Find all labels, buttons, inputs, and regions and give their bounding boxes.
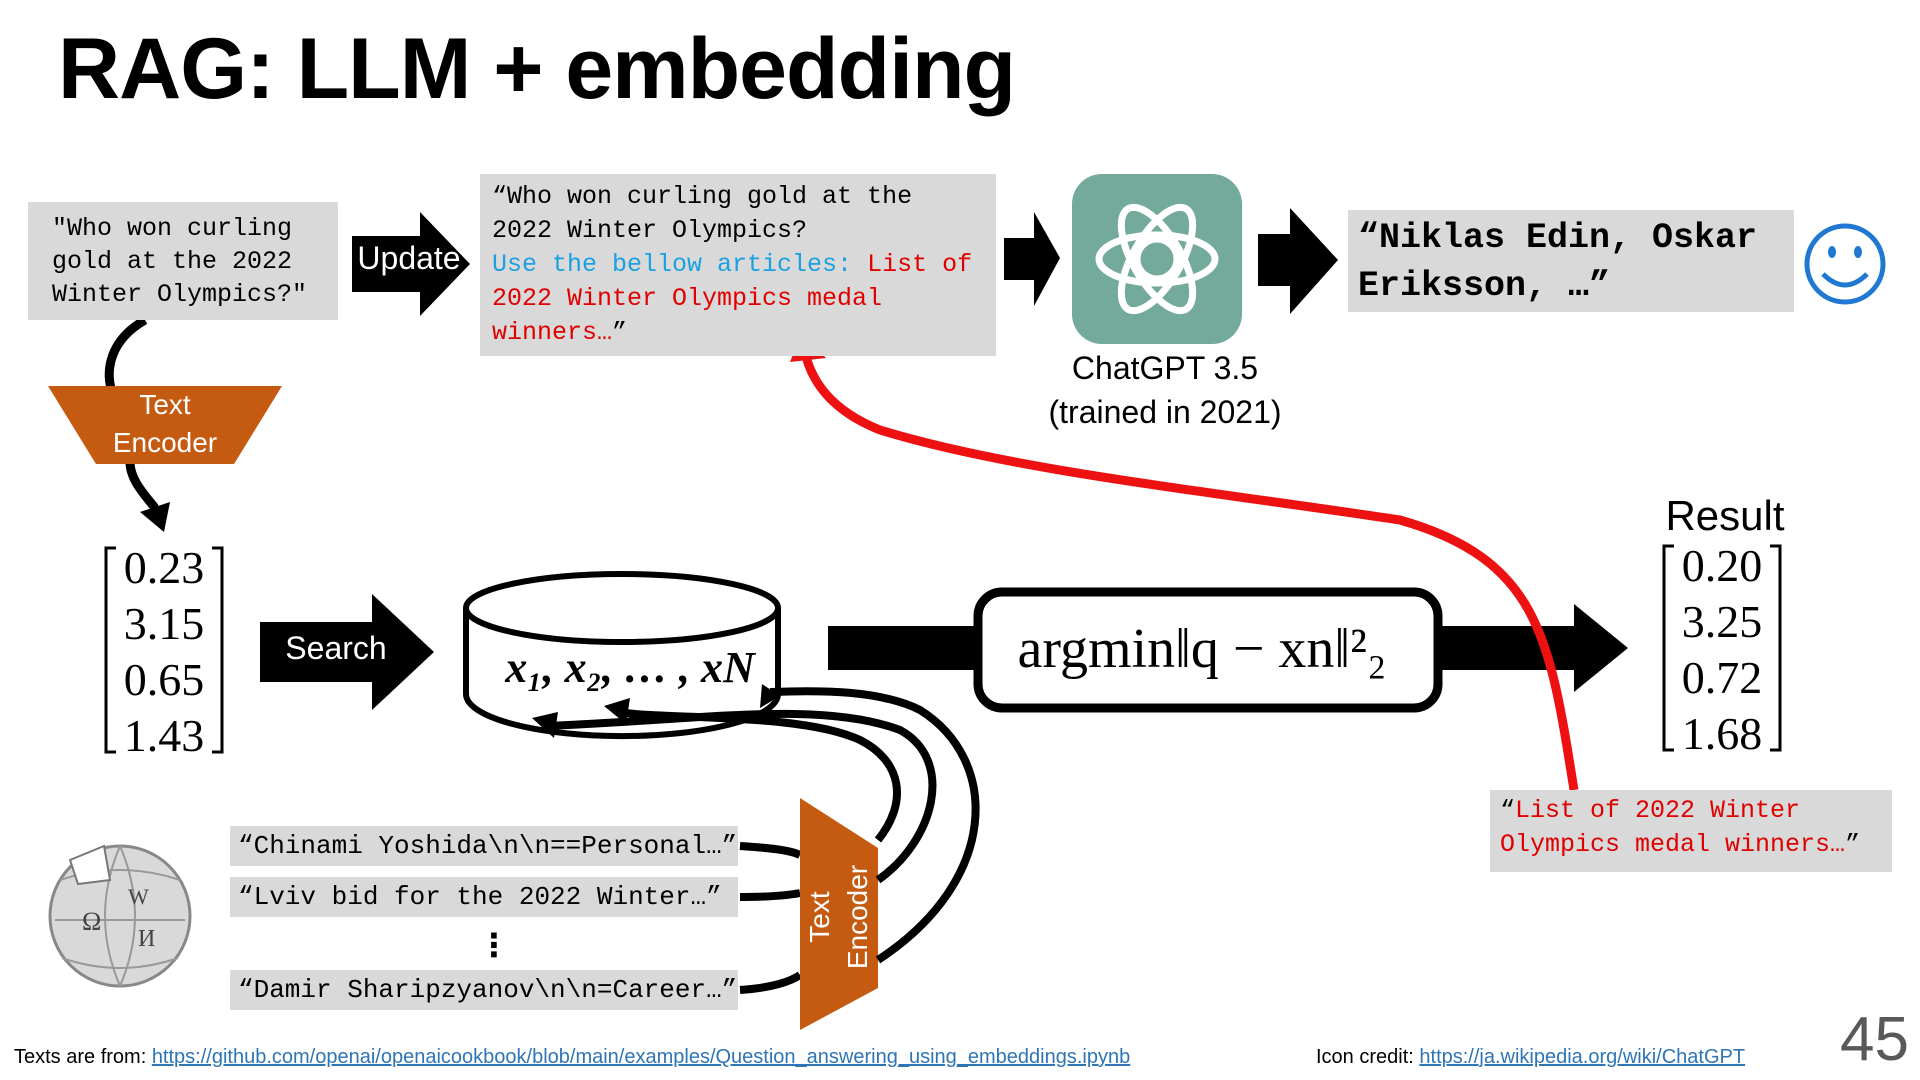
prompt-line-5: winners…”: [492, 316, 996, 350]
footer-texts-source: Texts are from: https://github.com/opena…: [14, 1046, 1130, 1069]
document-item: “Chinami Yoshida\n\n==Personal…”: [230, 826, 738, 866]
chatgpt-note: (trained in 2021): [1048, 394, 1282, 430]
footer-texts-prefix: Texts are from:: [14, 1046, 152, 1068]
result-vector-value: 1.68: [1681, 708, 1763, 759]
result-text-line-1: “List of 2022 Winter: [1500, 794, 1892, 828]
prompt-line-3: Use the bellow articles: List of: [492, 248, 996, 282]
prompt-box: “Who won curling gold at the 2022 Winter…: [480, 174, 996, 356]
svg-text:Ω: Ω: [82, 907, 101, 936]
result-text-red-1: List of 2022 Winter: [1515, 796, 1801, 825]
doc-connectors: [739, 842, 803, 994]
encoder-label-line-1: Text: [139, 389, 191, 420]
encoder-to-vector-arrow: [125, 461, 159, 511]
footer-icon-prefix: Icon credit:: [1316, 1046, 1420, 1068]
prompt-article-1: List of: [867, 250, 973, 279]
result-text-red-2: Olympics medal winners…: [1500, 830, 1846, 859]
page-number: 45: [1840, 1005, 1909, 1074]
footer-icon-credit: Icon credit: https://ja.wikipedia.org/wi…: [1316, 1046, 1745, 1069]
chatgpt-logo-icon: [1072, 174, 1242, 344]
footer-icon-link[interactable]: https://ja.wikipedia.org/wiki/ChatGPT: [1419, 1046, 1746, 1068]
search-label: Search: [285, 630, 387, 666]
chatgpt-caption: ChatGPT 3.5 (trained in 2021): [1030, 346, 1300, 434]
svg-text:W: W: [128, 884, 149, 909]
query-vector-value: 0.65: [123, 654, 205, 705]
chatgpt-to-answer-arrow: [1258, 208, 1338, 314]
prompt-line-1: “Who won curling gold at the: [492, 182, 913, 211]
database-cylinder-icon: [463, 571, 781, 740]
query-to-encoder-connector: [104, 316, 148, 394]
wikipedia-globe-icon: Ω W И: [48, 844, 192, 988]
prompt-article-2: 2022 Winter Olympics medal: [492, 284, 883, 313]
prompt-instruction: Use the bellow articles:: [492, 250, 868, 279]
result-vector: 0.20 3.25 0.72 1.68: [1668, 538, 1776, 762]
prompt-line-2: 2022 Winter Olympics?: [492, 216, 808, 245]
result-open-quote: “: [1500, 796, 1516, 825]
text-encoder-bottom-shape: [800, 798, 878, 1030]
document-item: “Lviv bid for the 2022 Winter…”: [230, 877, 738, 917]
db-arrowhead-3: [760, 684, 780, 708]
query-vector-brackets: [104, 546, 224, 754]
document-ellipsis: ⋮: [478, 927, 510, 963]
prompt-article-3: winners…: [492, 318, 613, 347]
query-vector-value: 3.15: [123, 598, 205, 649]
text-encoder-bottom-label: Text Encoder: [801, 849, 877, 985]
prompt-to-chatgpt-arrow: [1004, 212, 1060, 306]
red-feedback-arrow: [799, 347, 1579, 791]
text-encoder-top-label: Text Encoder: [96, 386, 234, 462]
query-box: "Who won curling gold at the 2022 Winter…: [28, 202, 338, 320]
db-arrowhead-1: [604, 698, 630, 724]
argmin-to-result-arrow: [1438, 604, 1628, 692]
encoder-label-line-2: Encoder: [112, 427, 218, 458]
encoder-label-line-2: Encoder: [842, 864, 873, 970]
query-vector: 0.23 3.15 0.65 1.43: [110, 540, 218, 764]
update-label: Update: [357, 240, 461, 276]
search-bar: [828, 626, 978, 670]
argmin-label: argmin‖q − xn‖²₂: [1017, 618, 1387, 680]
prompt-end-quote: ”: [612, 318, 628, 347]
result-label: Result: [1665, 492, 1785, 539]
search-arrow: [260, 594, 434, 710]
encoder-to-vector-arrowhead: [140, 502, 170, 532]
chatgpt-name: ChatGPT 3.5: [1071, 350, 1259, 386]
db-arrowhead-2: [532, 712, 558, 738]
answer-box: “Niklas Edin, Oskar Eriksson, …”: [1348, 210, 1794, 312]
update-arrow: [352, 212, 470, 316]
encoder-label-line-1: Text: [804, 891, 835, 943]
svg-text:И: И: [138, 926, 155, 952]
slide-title: RAG: LLM + embedding: [58, 21, 1016, 117]
result-vector-value: 0.72: [1681, 652, 1763, 703]
chatgpt-knot-icon: [1095, 203, 1219, 315]
database-label: x₁, x₂, … , xN: [505, 643, 755, 692]
query-vector-value: 1.43: [123, 710, 205, 761]
result-close-quote: ”: [1845, 830, 1861, 859]
query-vector-value: 0.23: [123, 542, 205, 593]
result-vector-brackets: [1662, 544, 1782, 752]
result-text-box: “List of 2022 Winter Olympics medal winn…: [1490, 790, 1892, 872]
answer-line-1: “Niklas Edin, Oskar: [1358, 218, 1758, 258]
encoder-to-db-curves: [544, 687, 980, 964]
text-encoder-top-shape: [48, 386, 282, 464]
footer-texts-link[interactable]: https://github.com/openai/openaicookbook…: [151, 1046, 1131, 1068]
smiley-face-icon: [1804, 223, 1886, 305]
document-item: “Damir Sharipzyanov\n\n=Career…”: [230, 970, 738, 1010]
result-text-line-2: Olympics medal winners…”: [1500, 828, 1892, 862]
answer-line-2: Eriksson, …”: [1358, 266, 1611, 306]
result-vector-value: 3.25: [1681, 596, 1763, 647]
result-vector-value: 0.20: [1681, 540, 1763, 591]
